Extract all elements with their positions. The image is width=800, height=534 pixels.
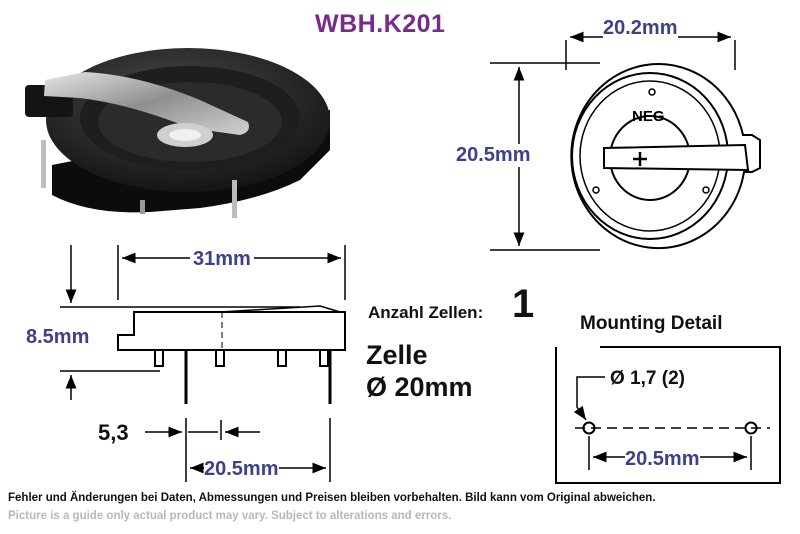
footer-disclaimer-de: Fehler und Änderungen bei Daten, Abmessu… [8,492,656,504]
polarity-label: NEG [632,108,665,125]
footer-disclaimer-en: Picture is a guide only actual product m… [8,510,452,522]
product-title: WBH.K201 [315,10,446,38]
top-width-label: 20.2mm [603,17,678,40]
side-length-label: 31mm [190,248,254,271]
cell-count-value: 1 [512,282,535,326]
pin-spacing-label: 20.5mm [204,458,279,481]
cell-count-label: Anzahl Zellen: [368,303,484,322]
side-height-label: 8.5mm [26,326,90,348]
contact-tab [603,143,750,172]
product-photo [25,48,330,218]
mounting-spacing-label: 20.5mm [625,448,700,471]
mounting-hole-label: Ø 1,7 (2) [610,368,685,389]
holder-body [117,311,346,351]
pin-offset-label: 5,3 [98,420,129,445]
top-height-label: 20.5mm [456,144,531,167]
top-view [490,31,761,251]
cell-type-label: Zelle [366,340,428,370]
mounting-detail-title: Mounting Detail [580,313,723,334]
mounting-frame [555,346,781,484]
side-view [60,245,346,482]
cell-diameter-label: Ø 20mm [366,372,473,402]
